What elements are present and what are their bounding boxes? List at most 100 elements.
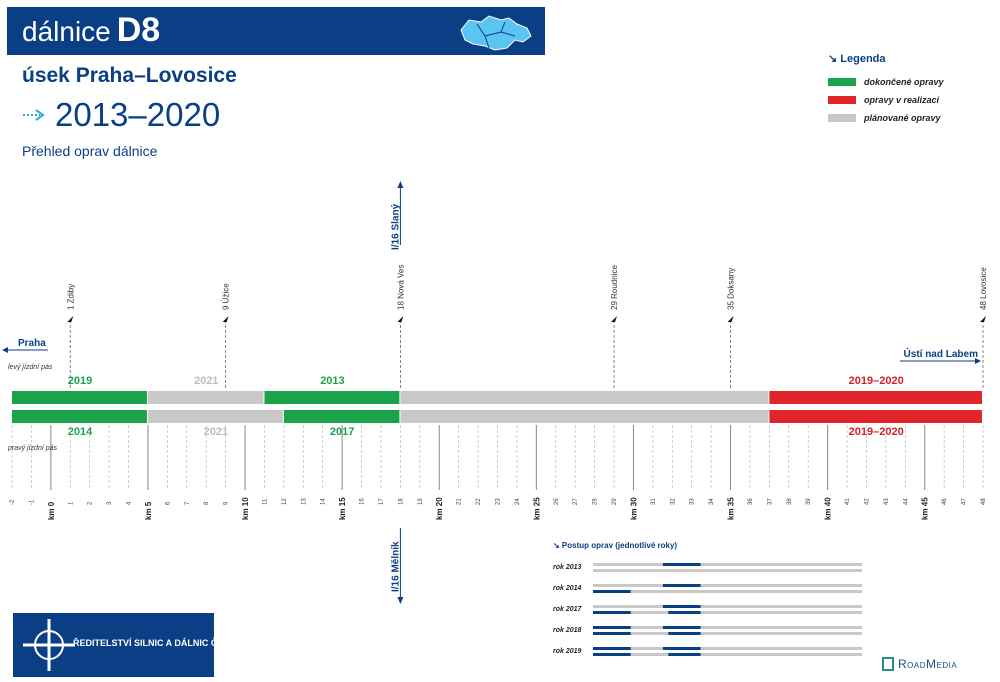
km-tick-label: 43 (884, 498, 890, 505)
progress-fill-bottom (668, 653, 701, 656)
right_lane-year-label: 2021 (204, 426, 228, 438)
exit-icon (727, 316, 734, 322)
legend-label-active: opravy v realizaci (864, 95, 940, 105)
legend-swatch-active (828, 96, 856, 104)
title-prefix: dálnice (22, 16, 111, 47)
km-tick-label: 46 (942, 498, 948, 505)
km-tick-label: 4 (127, 501, 133, 505)
progress-bar-top (593, 647, 862, 650)
interchange-icon (23, 619, 75, 671)
progress-bar-bottom (593, 569, 862, 572)
km-major-label: km 30 (629, 497, 638, 520)
left_lane-year-label: 2019–2020 (849, 375, 904, 387)
km-tick-label: 26 (554, 498, 560, 505)
legend-label-planned: plánované opravy (864, 113, 941, 123)
km-major-label: km 20 (435, 497, 444, 520)
exit-label: 1 Zdiby (66, 284, 75, 310)
exit-icon (611, 316, 618, 322)
left_lane-segment (400, 391, 769, 404)
left-carriageway-label: levý jízdní pás (8, 364, 53, 371)
km-tick-label: 13 (301, 498, 307, 505)
progress-bar-top (593, 626, 862, 629)
progress-fill-top (593, 626, 631, 629)
km-tick-label: -2 (10, 499, 16, 505)
direction-left-label: Praha (18, 338, 46, 349)
header-bar (7, 7, 545, 55)
progress-row-label: rok 2019 (553, 648, 582, 655)
km-tick-label: -1 (29, 499, 35, 505)
km-tick-label: 8 (204, 501, 210, 505)
title-road: D8 (116, 11, 161, 49)
km-major-label: km 25 (532, 497, 541, 520)
left_lane-year-label: 2013 (320, 375, 344, 387)
km-tick-label: 38 (787, 498, 793, 505)
km-tick-label: 12 (282, 498, 288, 505)
legend-label-done: dokončené opravy (864, 77, 944, 87)
left_lane-segment (769, 391, 982, 404)
km-major-label: km 15 (338, 497, 347, 520)
km-tick-label: 47 (962, 498, 968, 505)
km-tick-label: 3 (107, 501, 113, 505)
progress-fill-bottom (593, 653, 631, 656)
progress-fill-bottom (668, 611, 701, 614)
km-tick-label: 21 (457, 498, 463, 505)
progress-fill-bottom (593, 611, 631, 614)
right_lane-year-label: 2014 (68, 426, 93, 438)
progress-row-label: rok 2017 (553, 606, 583, 613)
km-tick-label: 37 (767, 498, 773, 505)
right_lane-segment (769, 410, 982, 423)
exit-icon (397, 316, 404, 322)
progress-bar-bottom (593, 653, 862, 656)
km-tick-label: 19 (418, 498, 424, 505)
km-tick-label: 18 (398, 498, 404, 505)
left_lane-segment (12, 391, 147, 404)
exit-icon (222, 316, 229, 322)
km-tick-label: 22 (476, 498, 482, 505)
km-tick-label: 1 (68, 501, 74, 505)
left_lane-year-label: 2019 (68, 375, 92, 387)
section-title: úsek Praha–Lovosice (22, 64, 237, 87)
progress-fill-bottom (593, 632, 631, 635)
down-arrow-icon (397, 597, 404, 604)
progress-row-label: rok 2018 (553, 627, 582, 634)
left_lane-segment (264, 391, 400, 404)
roadmedia-icon (882, 657, 894, 671)
exit-icon (67, 316, 74, 322)
km-tick-label: 7 (185, 501, 191, 505)
left_lane-segment (147, 391, 264, 404)
progress-bar-bottom (593, 590, 862, 593)
exit-label: 48 Lovosice (979, 267, 988, 310)
km-tick-label: 23 (496, 498, 502, 505)
exit-label: 18 Nová Ves (396, 265, 405, 310)
progress-fill-bottom (668, 632, 701, 635)
km-major-label: km 10 (241, 497, 250, 520)
progress-bar-top (593, 605, 862, 608)
rsd-logo (13, 613, 214, 677)
km-tick-label: 2 (88, 501, 94, 505)
km-tick-label: 41 (845, 498, 851, 505)
legend-title-text: Legenda (840, 53, 886, 65)
progress-fill-top (662, 647, 701, 650)
km-tick-label: 11 (262, 498, 268, 505)
km-tick-label: 28 (593, 498, 599, 505)
right_lane-segment (12, 410, 147, 423)
km-tick-label: 31 (651, 498, 657, 505)
progress-title: ↘ Postup oprav (jednotlivé roky) (553, 541, 677, 550)
progress-fill-top (662, 605, 701, 608)
right_lane-segment (147, 410, 283, 423)
km-tick-label: 14 (321, 498, 327, 505)
overview-text: Přehled oprav dálnice (22, 143, 158, 159)
roadmedia-brand: RoadMedia (898, 657, 958, 671)
czech-map-icon (460, 15, 532, 51)
km-tick-label: 36 (748, 498, 754, 505)
dotted-arrow-icon (23, 109, 45, 121)
km-tick-label: 27 (573, 498, 579, 505)
legend-swatch-done (828, 78, 856, 86)
progress-bar-top (593, 563, 862, 566)
progress-row-label: rok 2014 (553, 585, 582, 592)
direction-right-label: Ústí nad Labem (904, 347, 979, 360)
exit-label: 9 Úžice (222, 283, 231, 310)
left_lane-year-label: 2021 (194, 375, 218, 387)
